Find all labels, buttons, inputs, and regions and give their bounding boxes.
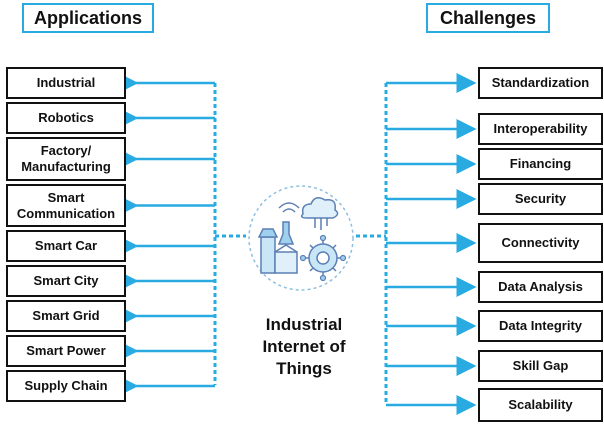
application-box-supply-chain: Supply Chain: [6, 370, 126, 402]
challenge-box-skill-gap: Skill Gap: [478, 350, 603, 382]
applications-header: Applications: [22, 3, 154, 33]
application-box-industrial: Industrial: [6, 67, 126, 99]
application-box-factory-manufacturing: Factory/ Manufacturing: [6, 137, 126, 181]
application-box-smart-power: Smart Power: [6, 335, 126, 367]
challenge-box-data-integrity: Data Integrity: [478, 310, 603, 342]
application-box-smart-grid: Smart Grid: [6, 300, 126, 332]
challenge-box-connectivity: Connectivity: [478, 223, 603, 263]
application-box-smart-car: Smart Car: [6, 230, 126, 262]
application-box-smart-city: Smart City: [6, 265, 126, 297]
application-box-smart-communication: Smart Communication: [6, 184, 126, 227]
challenge-box-financing: Financing: [478, 148, 603, 180]
challenge-box-interoperability: Interoperability: [478, 113, 603, 145]
challenge-box-data-analysis: Data Analysis: [478, 271, 603, 303]
challenge-box-security: Security: [478, 183, 603, 215]
center-label: Industrial Internet of Things: [262, 315, 346, 378]
industrial-iot-icon: [248, 185, 354, 291]
challenge-box-standardization: Standardization: [478, 67, 603, 99]
application-box-robotics: Robotics: [6, 102, 126, 134]
challenges-header: Challenges: [426, 3, 550, 33]
challenge-box-scalability: Scalability: [478, 388, 603, 422]
